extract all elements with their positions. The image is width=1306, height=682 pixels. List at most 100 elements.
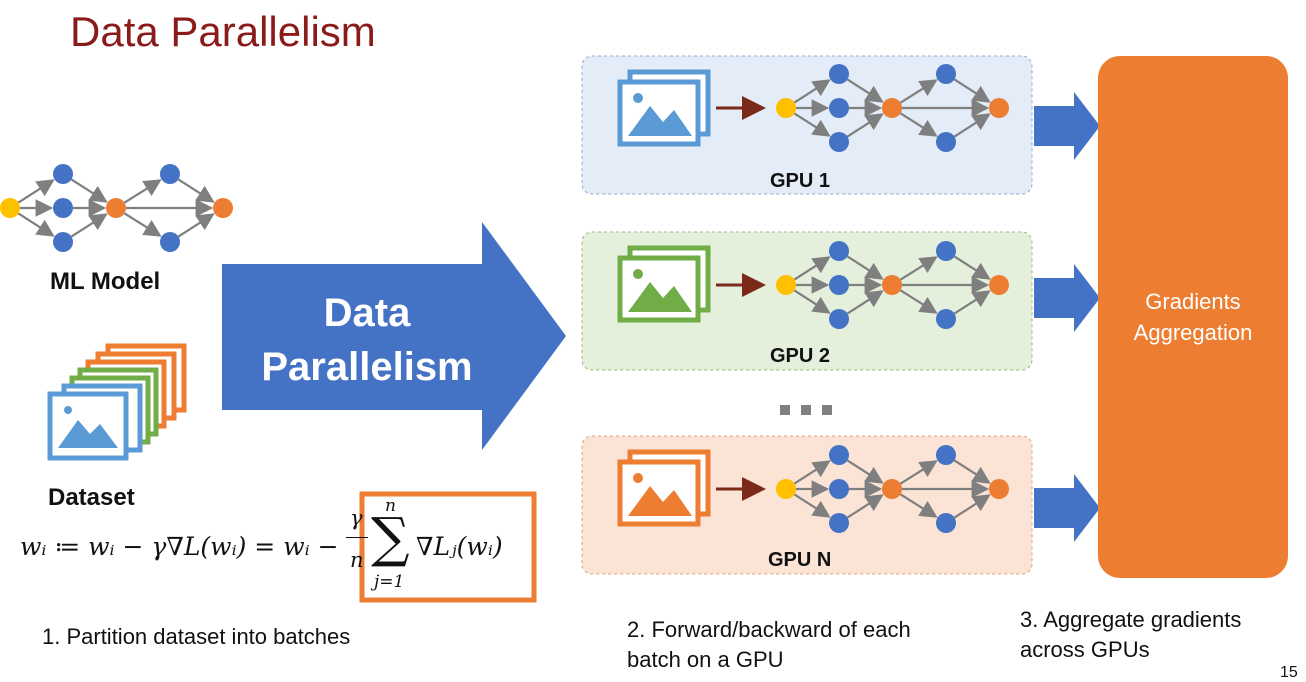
ml-model-graph — [0, 164, 233, 252]
graph-edge — [953, 290, 991, 315]
big-arrow-text: Data Parallelism — [232, 286, 502, 394]
graph-edge — [793, 460, 831, 485]
graph-node — [936, 64, 956, 84]
graph-node — [160, 232, 180, 252]
graph-node — [53, 198, 73, 218]
equation-boxed-term: ∇Lⱼ(wᵢ) — [416, 532, 503, 561]
graph-node — [0, 198, 20, 218]
caption-step3-line1: 3. Aggregate gradients — [1020, 607, 1242, 632]
graph-node — [882, 479, 902, 499]
graph-node — [829, 445, 849, 465]
graph-edge — [177, 213, 215, 238]
graph-edge — [793, 112, 831, 137]
graph-edge — [793, 493, 831, 518]
ellipsis-dots — [780, 405, 832, 415]
graph-node — [776, 98, 796, 118]
caption-step3-line2: across GPUs — [1020, 637, 1150, 662]
graph-edge — [953, 494, 991, 519]
gpu3-model-graph — [776, 445, 1009, 533]
graph-node — [213, 198, 233, 218]
graph-edge — [70, 213, 108, 238]
sigma-symbol: ∑ — [371, 506, 410, 569]
graph-edge — [953, 459, 991, 484]
aggregation-line2: Aggregation — [1133, 320, 1253, 345]
graph-edge — [846, 255, 884, 280]
gradients-aggregation-box: Gradients Aggregation — [1098, 56, 1288, 578]
graph-edge — [953, 113, 991, 138]
graph-node — [53, 164, 73, 184]
big-arrow-line2: Parallelism — [261, 345, 473, 389]
graph-node — [829, 132, 849, 152]
graph-edge — [793, 79, 831, 104]
graph-edge — [17, 212, 55, 237]
graph-edge — [17, 179, 55, 204]
data-parallelism-arrow — [222, 222, 566, 450]
graph-node — [106, 198, 126, 218]
graph-node — [936, 445, 956, 465]
graph-node — [882, 275, 902, 295]
caption-step2: 2. Forward/backward of each batch on a G… — [627, 615, 911, 675]
dataset-label: Dataset — [48, 484, 135, 511]
caption-step2-line2: batch on a GPU — [627, 647, 784, 672]
graph-edge — [899, 79, 938, 104]
graph-edge — [177, 178, 215, 203]
equation-sum-top: n — [385, 496, 396, 516]
equation-highlight-box — [359, 491, 537, 603]
equation-frac-bar — [346, 537, 368, 538]
graph-edge — [899, 460, 938, 485]
graph-edge — [899, 289, 938, 314]
graph-node — [829, 275, 849, 295]
graph-node — [882, 98, 902, 118]
graph-edge — [953, 255, 991, 280]
graph-edge — [846, 494, 884, 519]
graph-node — [936, 309, 956, 329]
caption-step3: 3. Aggregate gradients across GPUs — [1020, 605, 1241, 665]
gpu3-batch-image-icon — [617, 449, 711, 527]
big-arrow-line1: Data — [323, 291, 411, 335]
graph-node — [829, 241, 849, 261]
gpuN-to-agg-arrow — [1034, 474, 1100, 542]
ml-model-label: ML Model — [50, 268, 161, 295]
slide-title: Data Parallelism — [70, 8, 376, 55]
equation-sum-bottom: j=1 — [374, 572, 405, 592]
graph-node — [53, 232, 73, 252]
gpu1-label: GPU 1 — [770, 170, 831, 192]
graph-node — [989, 275, 1009, 295]
graph-node — [936, 132, 956, 152]
graph-edge — [899, 112, 938, 137]
aggregation-line1: Gradients — [1145, 289, 1241, 314]
caption-step2-line1: 2. Forward/backward of each — [627, 617, 911, 642]
graph-node — [936, 241, 956, 261]
gpuN-label: GPU N — [768, 549, 832, 571]
graph-node — [829, 513, 849, 533]
graph-node — [829, 64, 849, 84]
graph-edge — [793, 289, 831, 314]
graph-edge — [793, 256, 831, 281]
graph-node — [776, 479, 796, 499]
equation-lhs: wᵢ ≔ wᵢ − γ∇L(wᵢ) = wᵢ − — [20, 532, 339, 561]
gpu1-to-agg-arrow — [1034, 92, 1100, 160]
graph-node — [829, 309, 849, 329]
gpu1-model-graph — [776, 64, 1009, 152]
equation-frac-den: n — [350, 548, 364, 572]
graph-edge — [899, 256, 938, 281]
graph-edge — [846, 459, 884, 484]
graph-edge — [846, 113, 884, 138]
graph-node — [160, 164, 180, 184]
graph-edge — [899, 493, 938, 518]
graph-node — [989, 98, 1009, 118]
caption-step1: 1. Partition dataset into batches — [42, 624, 351, 649]
graph-edge — [846, 78, 884, 103]
dataset-stack-icon — [47, 343, 187, 461]
graph-edge — [846, 290, 884, 315]
gpu2-model-graph — [776, 241, 1009, 329]
graph-edge — [123, 179, 162, 204]
graph-edge — [123, 212, 162, 237]
graph-node — [936, 513, 956, 533]
gpu2-batch-image-icon — [617, 245, 711, 323]
graph-node — [829, 479, 849, 499]
graph-node — [829, 98, 849, 118]
graph-edge — [70, 178, 108, 203]
gpu1-batch-image-icon — [617, 69, 711, 147]
gpu2-to-agg-arrow — [1034, 264, 1100, 332]
